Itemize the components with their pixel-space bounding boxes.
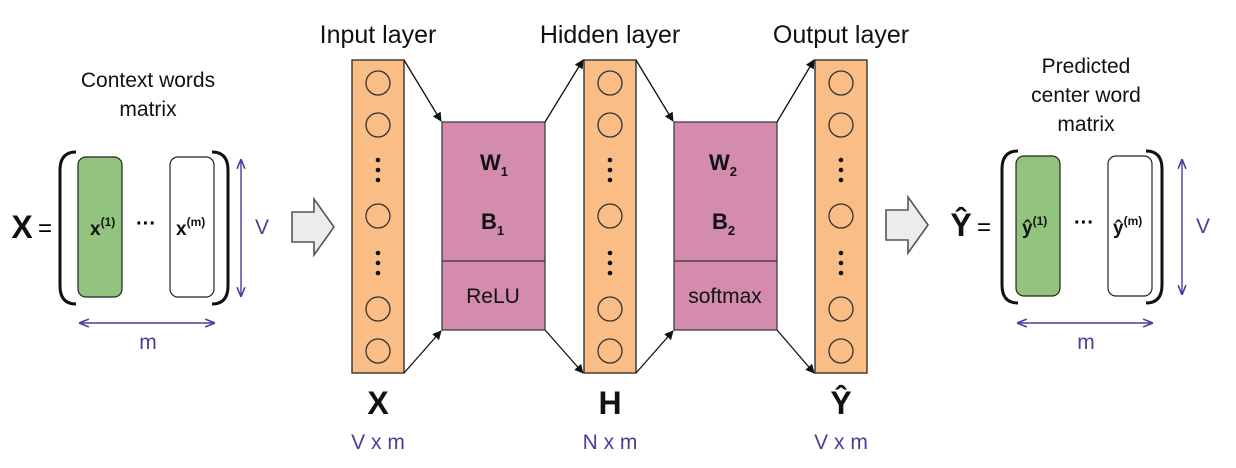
- left-equals-sign: =: [38, 215, 52, 242]
- input-dimension: V x m: [351, 431, 405, 454]
- vertical-ellipsis-dot: [607, 250, 613, 256]
- left-open-bracket: [58, 150, 77, 306]
- weights-box-1: W1 B1 ReLU: [441, 121, 546, 331]
- right-last-column: [1107, 155, 1153, 297]
- activation-softmax-label: softmax: [688, 285, 762, 308]
- left-row-dimension-label: V: [255, 216, 269, 239]
- arrow-box1-to-hidden-top: [544, 59, 584, 123]
- right-ellipsis: ···: [1074, 212, 1094, 234]
- bias-2-label: B2: [712, 209, 735, 238]
- right-first-column-label: ŷ(1): [1022, 214, 1047, 239]
- hidden-dimension: N x m: [583, 431, 638, 454]
- output-symbol: Ŷ: [830, 385, 851, 421]
- vertical-ellipsis-dot: [838, 260, 844, 266]
- vertical-ellipsis-dot: [607, 270, 613, 276]
- arrow-box2-to-output-top: [776, 59, 815, 123]
- vertical-ellipsis-dot: [607, 177, 613, 183]
- right-caption-line3: matrix: [1057, 113, 1115, 136]
- vertical-ellipsis-dot: [607, 167, 613, 173]
- left-matrix: Context words matrix X = x(1) ··· x(m) V…: [11, 69, 269, 354]
- right-matrix-symbol: Ŷ: [950, 207, 971, 243]
- neuron: [597, 70, 623, 96]
- left-caption-line1: Context words: [81, 69, 215, 92]
- vertical-ellipsis-dot: [375, 270, 381, 276]
- left-matrix-symbol: X: [11, 209, 33, 245]
- left-last-column: [169, 156, 215, 298]
- right-last-column-label: ŷ(m): [1113, 214, 1142, 239]
- arrow-input-to-box1-bottom: [403, 330, 442, 374]
- arrow-box2-to-output-bottom: [776, 329, 815, 374]
- vertical-ellipsis-dot: [838, 157, 844, 163]
- vertical-ellipsis-dot: [375, 167, 381, 173]
- neuron: [828, 70, 854, 96]
- left-last-column-label: x(m): [176, 215, 205, 240]
- arrow-input-to-box1-top: [403, 59, 442, 122]
- input-layer-title: Input layer: [320, 21, 437, 49]
- left-close-bracket: [211, 150, 230, 306]
- neuron: [597, 338, 623, 364]
- neuron: [597, 203, 623, 229]
- neuron: [365, 338, 391, 364]
- arrow-box1-to-hidden-bottom: [544, 329, 584, 374]
- hidden-layer-title: Hidden layer: [540, 21, 680, 49]
- neuron: [597, 296, 623, 322]
- weights-box-2: W2 B2 softmax: [673, 121, 778, 331]
- vertical-ellipsis-dot: [607, 260, 613, 266]
- arrow-hidden-to-box2-top: [635, 59, 674, 122]
- left-first-column: [77, 156, 123, 298]
- weight-matrix-1-label: W1: [480, 150, 508, 179]
- arrow-hidden-to-box2-bottom: [635, 330, 674, 374]
- vertical-ellipsis-dot: [375, 177, 381, 183]
- input-layer: [351, 59, 405, 374]
- right-row-dimension-label: V: [1196, 215, 1210, 238]
- left-first-column-label: x(1): [90, 215, 115, 240]
- neuron: [828, 203, 854, 229]
- input-flow-arrow-icon: [291, 196, 335, 258]
- right-caption-line1: Predicted: [1042, 55, 1131, 78]
- vertical-ellipsis-dot: [607, 157, 613, 163]
- vertical-ellipsis-dot: [375, 157, 381, 163]
- neuron: [365, 70, 391, 96]
- neuron: [828, 112, 854, 138]
- right-column-dimension-label: m: [1077, 331, 1095, 354]
- left-ellipsis: ···: [136, 213, 156, 235]
- vertical-ellipsis-dot: [375, 250, 381, 256]
- vertical-ellipsis-dot: [838, 250, 844, 256]
- right-matrix: Predicted center word matrix Ŷ = ŷ(1) ··…: [950, 55, 1210, 354]
- neuron: [365, 203, 391, 229]
- vertical-ellipsis-dot: [838, 167, 844, 173]
- neuron: [365, 296, 391, 322]
- bias-1-label: B1: [481, 209, 504, 238]
- neuron: [828, 338, 854, 364]
- right-equals-sign: =: [977, 214, 991, 241]
- vertical-ellipsis-dot: [838, 177, 844, 183]
- neuron: [828, 296, 854, 322]
- left-caption-line2: matrix: [119, 98, 177, 121]
- hidden-layer: [583, 59, 637, 374]
- vertical-ellipsis-dot: [838, 270, 844, 276]
- right-first-column: [1015, 155, 1061, 297]
- vertical-ellipsis-dot: [375, 260, 381, 266]
- neuron: [597, 112, 623, 138]
- output-flow-arrow-icon: [885, 194, 929, 256]
- input-symbol: X: [367, 385, 389, 421]
- output-layer: [814, 59, 868, 374]
- output-dimension: V x m: [814, 431, 868, 454]
- connection-arrows: [403, 59, 815, 374]
- left-column-dimension-label: m: [139, 331, 157, 354]
- right-open-bracket: [1000, 149, 1019, 305]
- right-close-bracket: [1145, 149, 1164, 305]
- output-layer-title: Output layer: [773, 21, 909, 49]
- hidden-symbol: H: [598, 385, 621, 421]
- activation-relu-label: ReLU: [466, 285, 520, 308]
- weight-matrix-2-label: W2: [709, 150, 737, 179]
- right-caption-line2: center word: [1031, 84, 1141, 107]
- neuron: [365, 112, 391, 138]
